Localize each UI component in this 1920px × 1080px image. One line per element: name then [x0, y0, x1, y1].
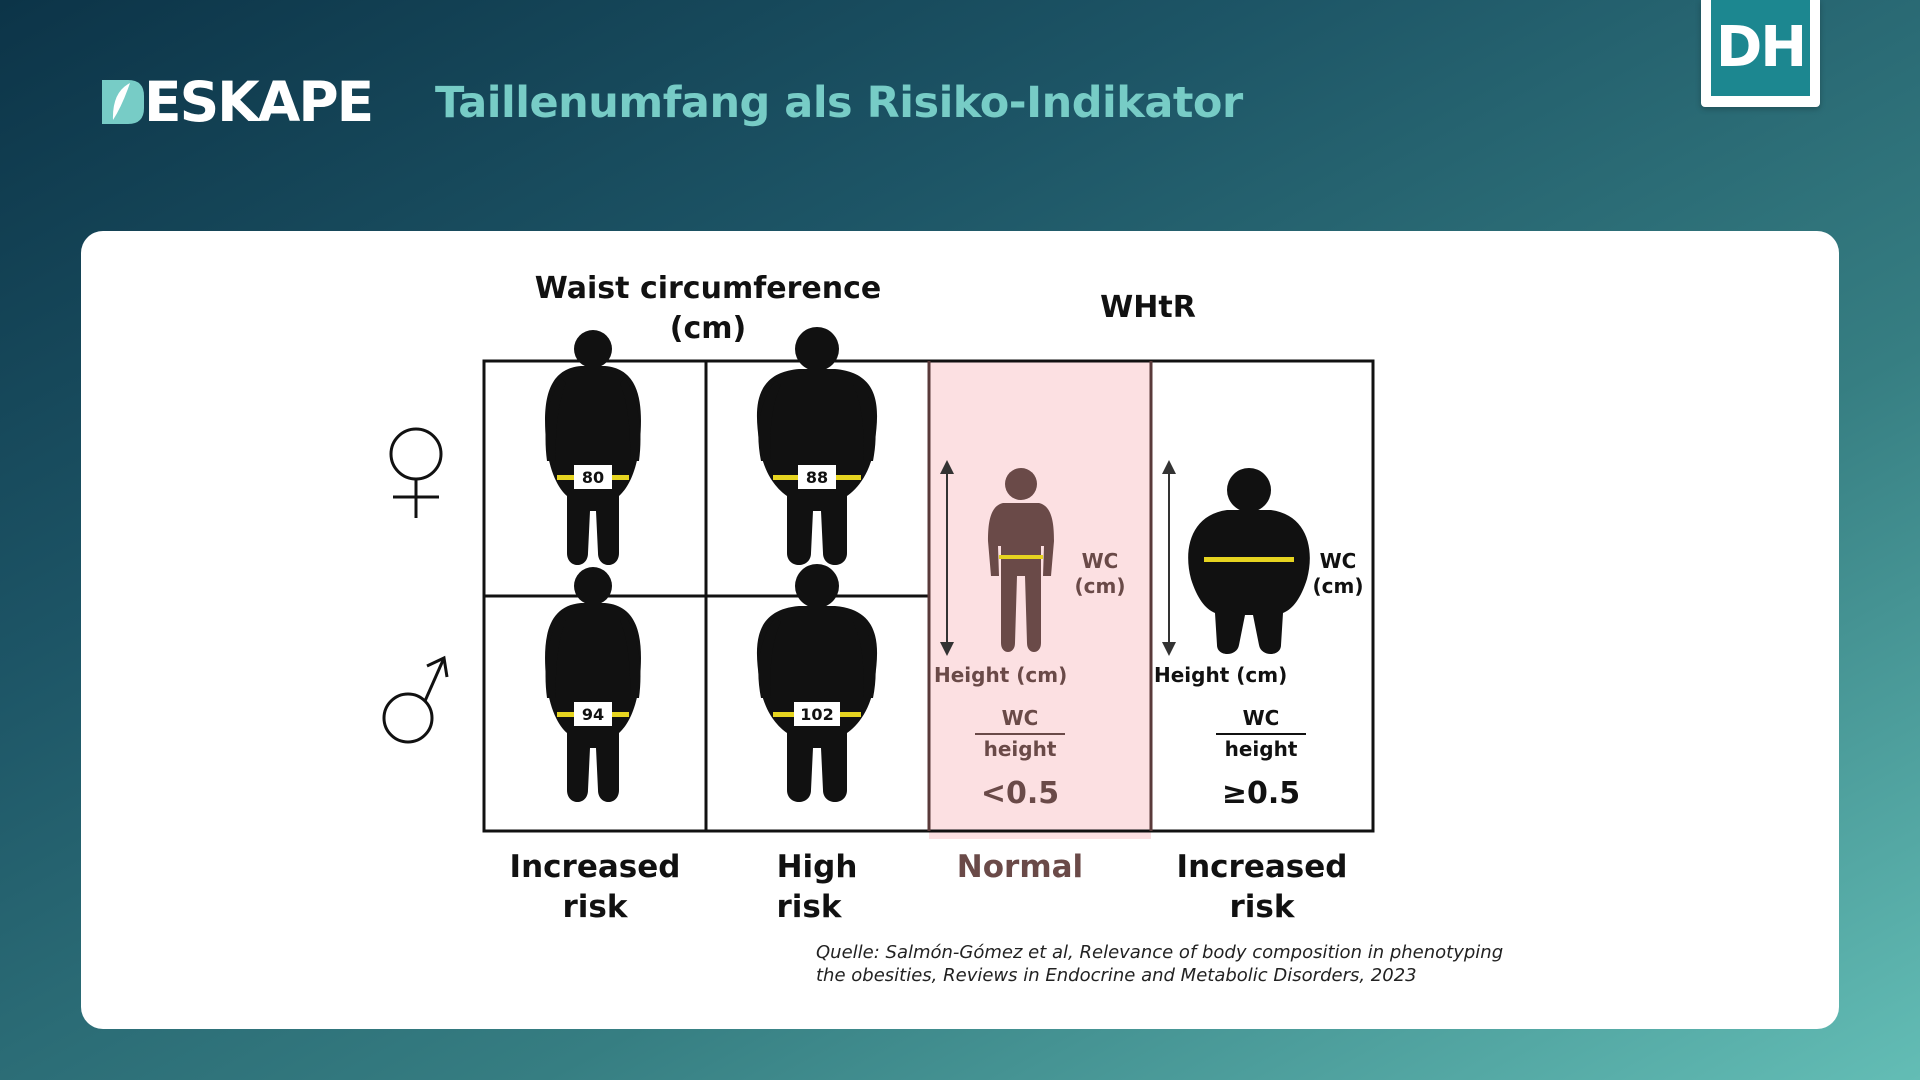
- increased-wc-unit: (cm): [1313, 574, 1364, 598]
- source-line-2: the obesities, Reviews in Endocrine and …: [816, 965, 1417, 986]
- increased-wc-label: WC: [1320, 549, 1357, 573]
- source-citation: Quelle: Salmón-Gómez et al, Relevance of…: [816, 941, 1716, 987]
- male-high-threshold: 102: [800, 705, 833, 724]
- female-increased-threshold: 80: [582, 468, 604, 487]
- female-symbol-icon: [389, 427, 443, 518]
- risk-label-high-line2: risk: [777, 889, 843, 925]
- increased-fraction-bottom: height: [1225, 737, 1298, 761]
- wc-heading-line2: (cm): [670, 311, 746, 346]
- male-increased-threshold: 94: [582, 705, 604, 724]
- risk-label-normal: Normal: [957, 849, 1083, 885]
- increased-fraction-top: WC: [1243, 706, 1280, 730]
- normal-fraction-top: WC: [1002, 706, 1039, 730]
- risk-label-increased-1-line2: risk: [563, 889, 629, 925]
- risk-label-increased-2-line2: risk: [1230, 889, 1296, 925]
- dh-badge: DH: [1701, 0, 1820, 107]
- content-card: Waist circumference (cm) WHtR 80: [81, 231, 1839, 1029]
- leaf-logo-icon: [102, 80, 144, 124]
- wc-heading-line1: Waist circumference: [535, 271, 881, 306]
- normal-figure-icon: [988, 468, 1054, 652]
- normal-wc-label: WC: [1082, 549, 1119, 573]
- normal-height-label: Height (cm): [934, 663, 1067, 687]
- male-high-figure-icon: 102: [756, 564, 878, 802]
- increased-whtr-value: ≥0.5: [1222, 776, 1300, 811]
- normal-fraction-bottom: height: [984, 737, 1057, 761]
- risk-label-increased-1-line1: Increased: [510, 849, 681, 885]
- increased-whtr-figure-icon: [1188, 468, 1310, 654]
- whtr-heading: WHtR: [1100, 290, 1196, 325]
- male-increased-figure-icon: 94: [545, 567, 641, 802]
- increased-height-label: Height (cm): [1154, 663, 1287, 687]
- female-increased-figure-icon: 80: [545, 330, 641, 565]
- risk-label-increased-2-line1: Increased: [1177, 849, 1348, 885]
- dh-badge-label: DH: [1711, 0, 1810, 96]
- page-title: Taillenumfang als Risiko-Indikator: [435, 78, 1243, 128]
- source-line-1: Quelle: Salmón-Gómez et al, Relevance of…: [816, 942, 1504, 963]
- waist-risk-figure: Waist circumference (cm) WHtR 80: [382, 271, 1375, 925]
- normal-wc-unit: (cm): [1075, 574, 1126, 598]
- male-symbol-icon: [382, 655, 449, 744]
- female-high-figure-icon: 88: [756, 327, 878, 565]
- brand-name: ESKAPE: [144, 70, 374, 134]
- normal-whtr-value: <0.5: [981, 776, 1059, 811]
- risk-label-high-line1: High: [777, 849, 858, 885]
- female-high-threshold: 88: [806, 468, 828, 487]
